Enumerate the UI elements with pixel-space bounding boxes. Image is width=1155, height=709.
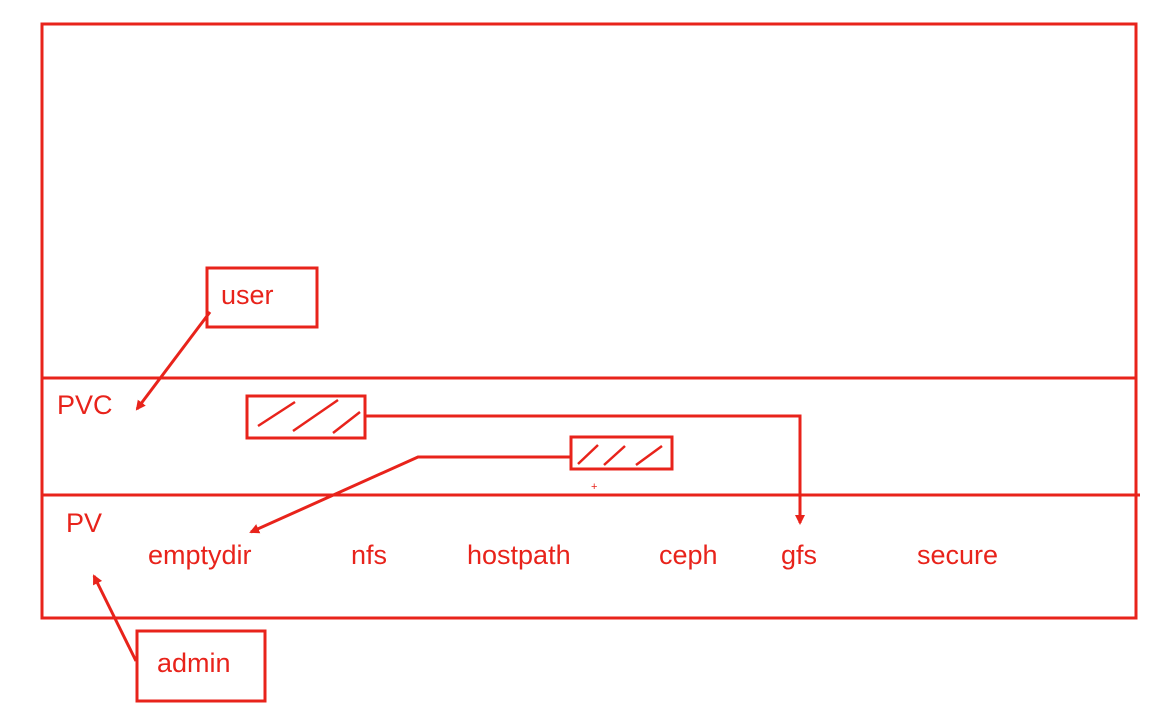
storage-type-emptydir: emptydir	[148, 540, 252, 570]
storage-type-secure: secure	[917, 540, 998, 570]
pv-label: PV	[66, 508, 102, 538]
user-to-pvc-arrow	[135, 311, 212, 411]
pvc-claim-2	[569, 435, 674, 471]
storage-types-row: emptydir nfs hostpath ceph gfs secure	[148, 540, 998, 570]
storage-type-hostpath: hostpath	[467, 540, 571, 570]
storage-type-nfs: nfs	[351, 540, 387, 570]
plus-mark: +	[591, 481, 597, 493]
pvc-label: PVC	[57, 390, 113, 420]
outer-frame	[40, 22, 1138, 620]
claim-2-to-emptydir-arrow	[249, 455, 571, 534]
user-label: user	[221, 280, 274, 310]
user-box: user	[205, 266, 319, 329]
admin-to-pv-arrow	[92, 574, 138, 662]
admin-label: admin	[157, 648, 231, 678]
pvc-claim-1	[245, 394, 367, 440]
storage-type-gfs: gfs	[781, 540, 817, 570]
storage-type-ceph: ceph	[659, 540, 718, 570]
admin-box: admin	[135, 629, 267, 703]
claim-1-to-gfs-arrow	[365, 414, 805, 525]
